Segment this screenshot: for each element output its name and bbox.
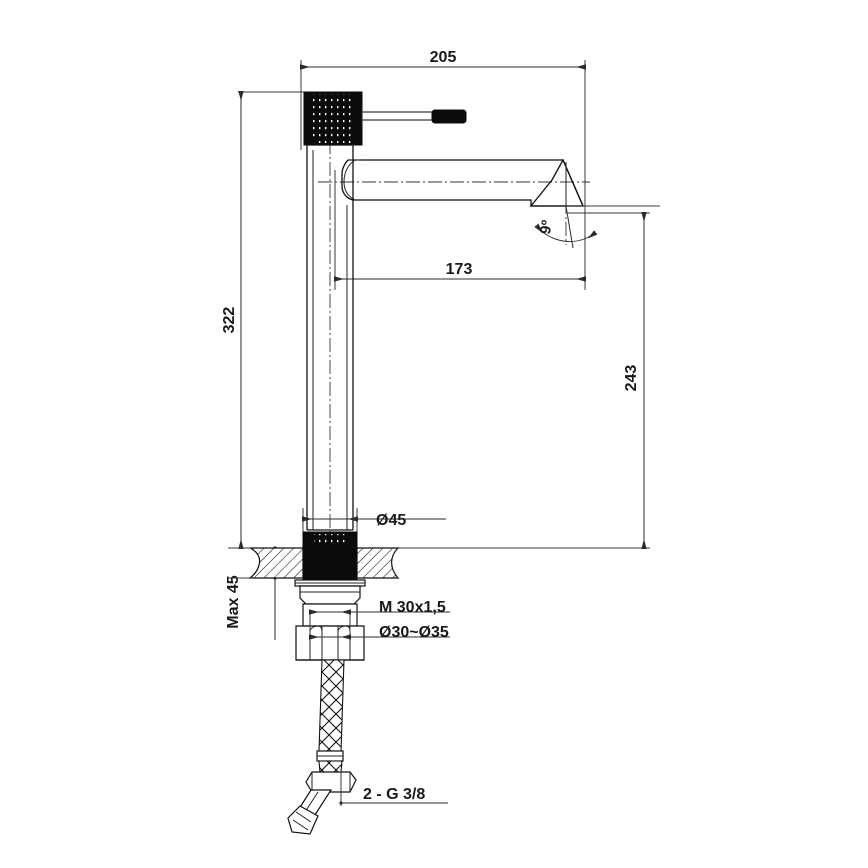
overall-height-label: 322 [221, 307, 238, 334]
thread-callouts: M 30x1,5 Ø30~Ø35 [309, 599, 450, 641]
inlet-connection-label: 2 - G 3/8 [363, 786, 425, 803]
inlet-connector [287, 771, 357, 835]
mounting-shank [294, 579, 366, 661]
spout-reach-label: 173 [446, 261, 473, 278]
spout-angle-label: 9º [537, 218, 556, 235]
countertop [228, 547, 400, 579]
lever-handle [303, 91, 467, 146]
spout-angle-annotation: 9º [534, 205, 660, 249]
extension-lines [228, 60, 650, 579]
overall-width-dimension: 205 [300, 49, 586, 70]
mounting-hole-label: Ø30~Ø35 [379, 624, 449, 641]
counter-thickness-label: Max 45 [225, 575, 242, 628]
overall-height-dimension: 322 [221, 91, 244, 549]
overall-width-label: 205 [430, 49, 457, 66]
thread-spec-label: M 30x1,5 [379, 599, 446, 616]
spout [341, 158, 584, 207]
base-diameter-annotation: Ø45 [302, 508, 446, 532]
spout-height-dimension: 243 [623, 212, 647, 549]
flexible-hose [316, 659, 345, 773]
spout-height-label: 243 [623, 365, 640, 392]
inlet-connection-annotation: 2 - G 3/8 [341, 770, 448, 806]
escutcheon-base [302, 531, 358, 581]
base-diameter-label: Ø45 [376, 512, 406, 529]
spout-reach-dimension: 173 [334, 261, 586, 282]
body-column [306, 144, 354, 531]
